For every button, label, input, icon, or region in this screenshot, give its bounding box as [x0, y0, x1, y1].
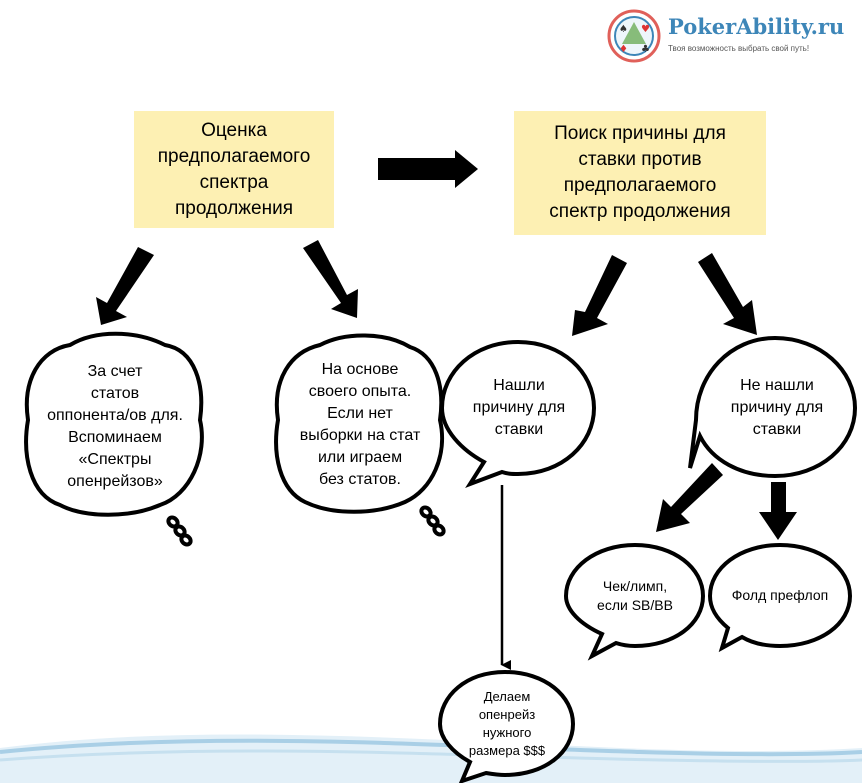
- box-line: предполагаемого: [157, 145, 311, 167]
- arrow-not-found-to-fold: [759, 482, 797, 540]
- speech-bubble-openraise: [437, 669, 576, 783]
- bubble-text-fold: Фолд префлоп: [714, 575, 846, 615]
- bubble-line: оппонента/ов для.: [47, 407, 183, 424]
- bubble-text-found: Нашли причину для ставки: [450, 360, 588, 456]
- bubble-line: статов: [90, 385, 140, 402]
- bubble-line: или играем: [317, 449, 403, 466]
- bubble-line: причину для: [730, 399, 824, 416]
- bubble-line: На основе: [321, 361, 399, 378]
- bubble-line: Нашли: [493, 377, 545, 394]
- logo-name: PokerAbility.ru: [668, 14, 845, 39]
- arrow-right-main: [378, 150, 478, 188]
- bubble-line: «Спектры: [78, 451, 152, 468]
- svg-text:♥: ♥: [641, 24, 650, 35]
- svg-text:♦: ♦: [619, 44, 628, 55]
- bubble-line: Не нашли: [740, 377, 814, 394]
- box-line: спектра: [199, 171, 269, 193]
- bubble-text-experience: На основе своего опыта. Если нет выборки…: [282, 350, 438, 500]
- decorative-wave: [0, 734, 862, 783]
- box-line: спектр продолжения: [549, 201, 731, 222]
- bubble-line: если SB/BB: [597, 597, 673, 613]
- bubble-line: ставки: [752, 421, 802, 438]
- bubble-line: Чек/лимп,: [602, 578, 668, 594]
- bubble-line: без статов.: [319, 471, 401, 488]
- logo-emblem-icon: ♠ ♥ ♦ ♣: [607, 9, 661, 63]
- bubble-text-check-limp: Чек/лимп, если SB/BB: [572, 565, 698, 627]
- bubble-line: опенрейз: [478, 707, 536, 722]
- svg-text:♠: ♠: [619, 24, 628, 35]
- box-line: ставки против: [578, 149, 702, 170]
- box-evaluate-range: Оценка предполагаемого спектра продолжен…: [134, 111, 334, 228]
- svg-text:♣: ♣: [641, 44, 650, 55]
- speech-bubble-found: [439, 339, 597, 488]
- bubble-line: своего опыта.: [308, 383, 412, 400]
- bubble-line: причину для: [472, 399, 566, 416]
- arrows: [96, 150, 797, 670]
- arrow-box-right-to-found: [572, 255, 627, 336]
- bubble-line: нужного: [482, 725, 532, 740]
- arrow-box-left-to-stats: [96, 247, 154, 325]
- logo-tagline: Твоя возможность выбрать свой путь!: [668, 44, 810, 53]
- bubble-line: За счет: [87, 363, 143, 380]
- bubble-line: ставки: [494, 421, 544, 438]
- box-line: Оценка: [201, 119, 267, 141]
- arrow-box-left-to-experience: [303, 240, 358, 318]
- bubble-text-openraise: Делаем опенрейз нужного размера $$$: [446, 684, 568, 764]
- thought-cloud-experience: [274, 333, 446, 537]
- box-line: Поиск причины для: [554, 123, 726, 144]
- bubble-line: Делаем: [483, 689, 531, 704]
- speech-bubble-check-limp: [563, 542, 706, 661]
- speech-bubble-not-found: [688, 335, 858, 479]
- speech-bubble-fold: [707, 542, 853, 653]
- bubble-line: Вспоминаем: [68, 429, 162, 446]
- bubble-text-stats: За счет статов оппонента/ов для. Вспомин…: [34, 352, 196, 502]
- arrow-not-found-to-check: [656, 463, 723, 532]
- bubble-text-not-found: Не нашли причину для ставки: [704, 360, 850, 456]
- logo: ♠ ♥ ♦ ♣ PokerAbility.ru Твоя возможность…: [606, 8, 856, 64]
- box-line: предполагаемого: [563, 175, 717, 196]
- box-find-reason: Поиск причины для ставки против предпола…: [514, 111, 766, 235]
- box-line: продолжения: [174, 197, 293, 219]
- bubble-line: размера $$$: [468, 743, 546, 758]
- bubble-line: выборки на стат: [299, 427, 421, 444]
- bubble-line: Фолд префлоп: [731, 586, 829, 603]
- arrow-box-right-to-not-found: [698, 253, 757, 335]
- thought-cloud-stats: [24, 331, 204, 547]
- bubble-line: опенрейзов»: [67, 473, 163, 490]
- bubble-line: Если нет: [327, 405, 393, 422]
